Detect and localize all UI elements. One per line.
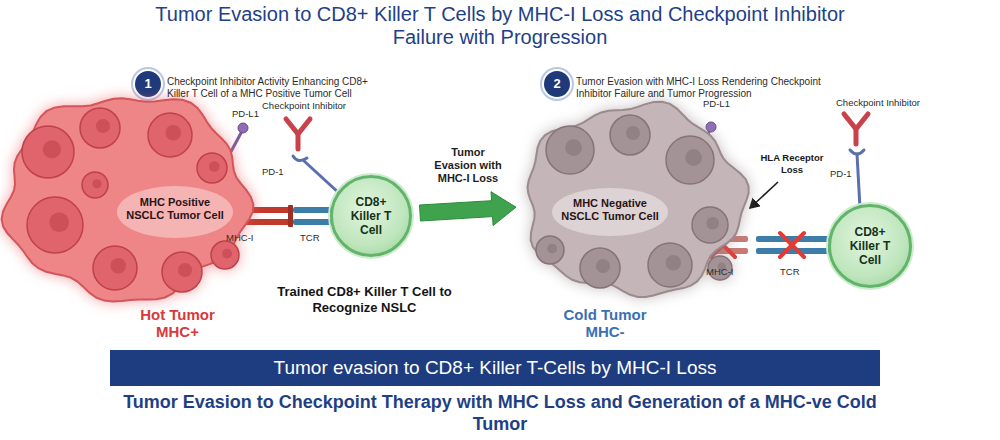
cell-nucleus	[222, 249, 232, 259]
cell-nucleus	[166, 125, 181, 140]
pd-1-receptor	[850, 150, 864, 208]
receptor-label: TCR	[780, 266, 800, 278]
inner-cell	[648, 243, 692, 287]
inner-cell	[692, 207, 728, 243]
tumor-body	[2, 98, 254, 301]
drug-label: Checkpoint Inhibitor	[836, 97, 920, 109]
cell-nucleus	[209, 161, 220, 172]
inner-cell	[22, 126, 74, 178]
inner-cell	[197, 153, 227, 183]
inner-cell	[27, 197, 83, 253]
tumor-body	[528, 102, 749, 297]
cell-nucleus	[685, 149, 702, 166]
cell-nucleus	[43, 140, 61, 158]
inner-cell	[82, 172, 108, 198]
callout-number: 2	[544, 71, 570, 97]
cell-nucleus	[111, 258, 126, 273]
cell-nucleus	[706, 217, 719, 230]
loss-note: HLA Receptor Loss	[752, 152, 832, 176]
inner-cell	[546, 126, 594, 174]
node-text: Tumor evasion to CD8+ Killer T-Cells by …	[274, 357, 717, 379]
receptor-label: MHC-I	[706, 266, 733, 278]
note-text: Trained CD8+ Killer T Cell to Recognize …	[262, 284, 467, 316]
inner-cell	[211, 241, 239, 269]
cell-nucleus	[96, 119, 110, 133]
cell-nucleus	[626, 126, 640, 140]
tumor-outline	[0, 90, 252, 304]
antibody	[844, 114, 868, 144]
summary-band: Tumor evasion to CD8+ Killer T-Cells by …	[110, 350, 880, 386]
cell-nucleus	[565, 139, 582, 156]
inner-cell	[610, 115, 650, 155]
node-text: MHC Positive NSCLC Tumor Cell	[125, 196, 225, 222]
node-text: CD8+ Killer T Cell	[843, 225, 897, 267]
inner-cell	[666, 136, 714, 184]
node-text: 2	[553, 77, 560, 91]
t-cell: CD8+ Killer T Cell	[330, 175, 412, 257]
diagram-caption: Tumor Evasion to Checkpoint Therapy with…	[120, 391, 880, 435]
cell-nucleus	[92, 179, 101, 188]
cell-nucleus	[596, 259, 610, 273]
text-ground	[117, 186, 233, 238]
tumor-status: Cold Tumor MHC-	[555, 306, 655, 340]
inner-cell	[93, 246, 137, 290]
receptor-label: PD-L1	[232, 108, 259, 120]
callout-number: 1	[135, 71, 161, 97]
cell-nucleus	[49, 212, 69, 232]
pd-1-receptor	[293, 156, 340, 194]
receptor-label: MHC-I	[226, 232, 253, 244]
edge-label: Tumor Evasion with MHC-I Loss	[429, 146, 507, 185]
diagram-title: Tumor Evasion to CD8+ Killer T Cells by …	[150, 3, 850, 49]
t-cell: CD8+ Killer T Cell	[828, 204, 912, 288]
tumor-cell: MHC Positive NSCLC Tumor Cell	[0, 90, 252, 304]
inner-cell	[580, 248, 620, 288]
cell-nucleus	[547, 244, 557, 254]
node-text: MHC Negative NSCLC Tumor Cell	[560, 197, 660, 223]
antibody	[286, 119, 310, 149]
drug-label: Checkpoint Inhibitor	[262, 100, 346, 112]
inner-cell	[162, 252, 202, 292]
leader-line	[750, 182, 778, 208]
panel-heading: Tumor Evasion with MHC-I Loss Rendering …	[576, 76, 836, 100]
node-text: 1	[144, 77, 151, 91]
panel-heading: Checkpoint Inhibitor Activity Enhancing …	[167, 76, 392, 100]
inner-cell	[148, 113, 192, 157]
cell-nucleus	[178, 263, 192, 277]
transition-arrow	[420, 192, 517, 226]
receptor-label: TCR	[300, 232, 320, 244]
inner-cell	[536, 236, 564, 264]
inner-cell	[80, 108, 120, 148]
cell-nucleus	[666, 255, 681, 270]
text-ground	[552, 188, 668, 236]
node-text: CD8+ Killer T Cell	[344, 195, 398, 237]
receptor-label: PD-L1	[703, 98, 730, 110]
receptor-label: PD-1	[830, 168, 852, 180]
receptor-label: PD-1	[262, 166, 284, 178]
tumor-status: Hot Tumor MHC+	[130, 306, 225, 340]
